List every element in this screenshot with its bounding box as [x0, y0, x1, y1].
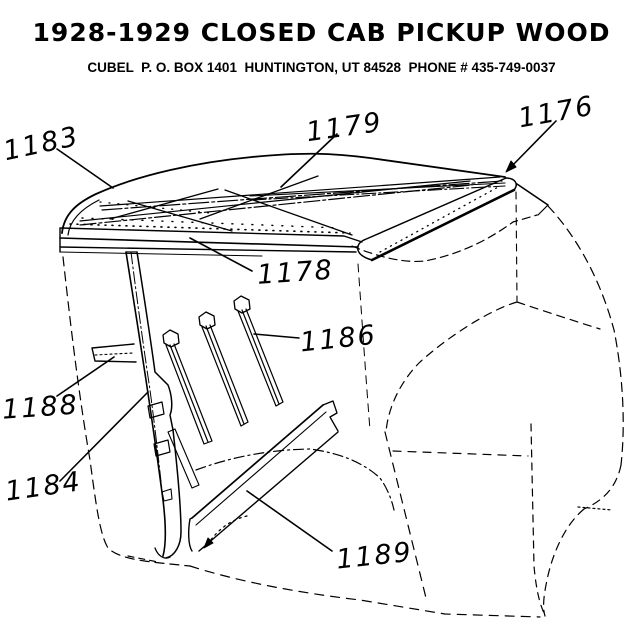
part-label-1188: 1188 — [1, 389, 80, 425]
part-label-1179: 1179 — [304, 107, 384, 148]
header-rail-lower — [59, 251, 263, 257]
leader-1183 — [56, 148, 114, 189]
slat-2 — [198, 311, 249, 427]
rail-top-edge — [363, 177, 507, 241]
floor-line-dash — [392, 450, 529, 457]
door-pillar — [125, 251, 200, 559]
roof-slat-3b — [251, 185, 506, 201]
rear-gusset — [537, 204, 549, 216]
roof-brace-2b — [199, 175, 319, 220]
sill-bottom-edge — [198, 431, 339, 552]
pillar-notch-3 — [161, 488, 173, 502]
wheel-arch-right — [516, 301, 601, 330]
belt-line-dash — [351, 214, 538, 263]
leader-1176-arrowhead — [505, 160, 517, 173]
pillar-foot-dash — [127, 555, 159, 563]
sill-inner-line — [195, 411, 327, 526]
rear-silhouette-upper — [547, 205, 624, 466]
roof-slat-2b — [101, 180, 503, 211]
sill-right-notch — [322, 400, 339, 432]
page-subtitle: CUBEL P. O. BOX 1401 HUNTINGTON, UT 8452… — [87, 60, 556, 75]
wheel-arch-left — [385, 301, 518, 433]
part-label-1178: 1178 — [256, 255, 335, 291]
roof-brace-1a — [127, 200, 233, 232]
roof-outline — [61, 152, 506, 234]
header-rail-top — [59, 237, 359, 248]
rail-stipple — [379, 185, 501, 253]
roof-slat-2a — [99, 176, 501, 207]
slat-3 — [233, 295, 284, 407]
pillar-lower-board — [167, 428, 200, 489]
leader-1188 — [56, 356, 115, 397]
bottom-sill — [187, 400, 339, 552]
part-labels: 1183 1179 1176 1178 1186 1188 1184 1189 — [1, 91, 597, 576]
pillar-foot — [154, 547, 171, 559]
roof-corner-inner — [67, 199, 100, 236]
rear-post-dash — [515, 191, 518, 302]
rear-inner-dash — [530, 423, 546, 616]
leader-1186 — [253, 333, 300, 339]
stipple-row-3 — [99, 201, 211, 214]
part-label-1184: 1184 — [3, 466, 83, 507]
sill-left-cap — [187, 517, 193, 552]
rear-edge — [516, 183, 549, 206]
rail-front-cap — [357, 239, 373, 261]
sill-insert-arc — [209, 515, 248, 542]
front-right-post-dash — [357, 263, 371, 431]
pillar-right-edge — [136, 251, 182, 559]
rear-corner-structure — [515, 183, 549, 302]
leader-1179 — [280, 133, 338, 188]
sill-top-edge — [191, 404, 324, 519]
rail-bottom-edge — [370, 188, 516, 262]
leader-1184 — [59, 391, 149, 482]
arm-outline — [91, 343, 137, 363]
cab-body-outline — [62, 205, 624, 618]
fender-dotted-line — [577, 506, 613, 511]
right-side-rail — [357, 177, 517, 431]
pillar-left-edge — [125, 251, 167, 557]
leader-1189 — [246, 490, 333, 552]
arm-texture — [94, 352, 134, 356]
door-bottom-dash — [195, 448, 395, 511]
stipple-row-1 — [69, 223, 351, 234]
bottom-edge-dash — [189, 565, 541, 618]
quarter-panel-dash — [384, 431, 428, 603]
slat-1 — [162, 329, 213, 445]
roof-assembly — [59, 152, 506, 257]
stipple-row-2 — [81, 217, 341, 229]
part-label-1189: 1189 — [335, 537, 415, 576]
roof-slat-1a — [79, 180, 471, 222]
part-label-1183: 1183 — [1, 121, 82, 167]
part-label-1186: 1186 — [299, 320, 379, 359]
mounting-arm — [91, 343, 137, 363]
roof-front-edge — [60, 227, 363, 243]
roof-brace-1b — [109, 188, 219, 220]
quarter-slats — [162, 295, 284, 445]
page-title: 1928-1929 CLOSED CAB PICKUP WOOD — [32, 18, 611, 47]
pillar-notch-1 — [147, 401, 165, 419]
left-silhouette-dash — [62, 256, 191, 567]
rail-rear-cap — [505, 177, 517, 191]
leader-1178 — [189, 237, 253, 272]
pillar-notch-2 — [153, 439, 171, 457]
roof-slat-3a — [249, 182, 506, 197]
leader-lines — [56, 120, 557, 552]
sill-insert-arrowhead — [203, 537, 214, 549]
rear-silhouette-lower — [543, 508, 585, 617]
header-rail-bottom — [59, 246, 357, 253]
leader-1176 — [508, 120, 557, 170]
fender-hook — [583, 464, 622, 510]
part-label-1176: 1176 — [516, 91, 597, 135]
roof-brace-2a — [224, 189, 353, 236]
pillar-center-line — [130, 251, 166, 521]
